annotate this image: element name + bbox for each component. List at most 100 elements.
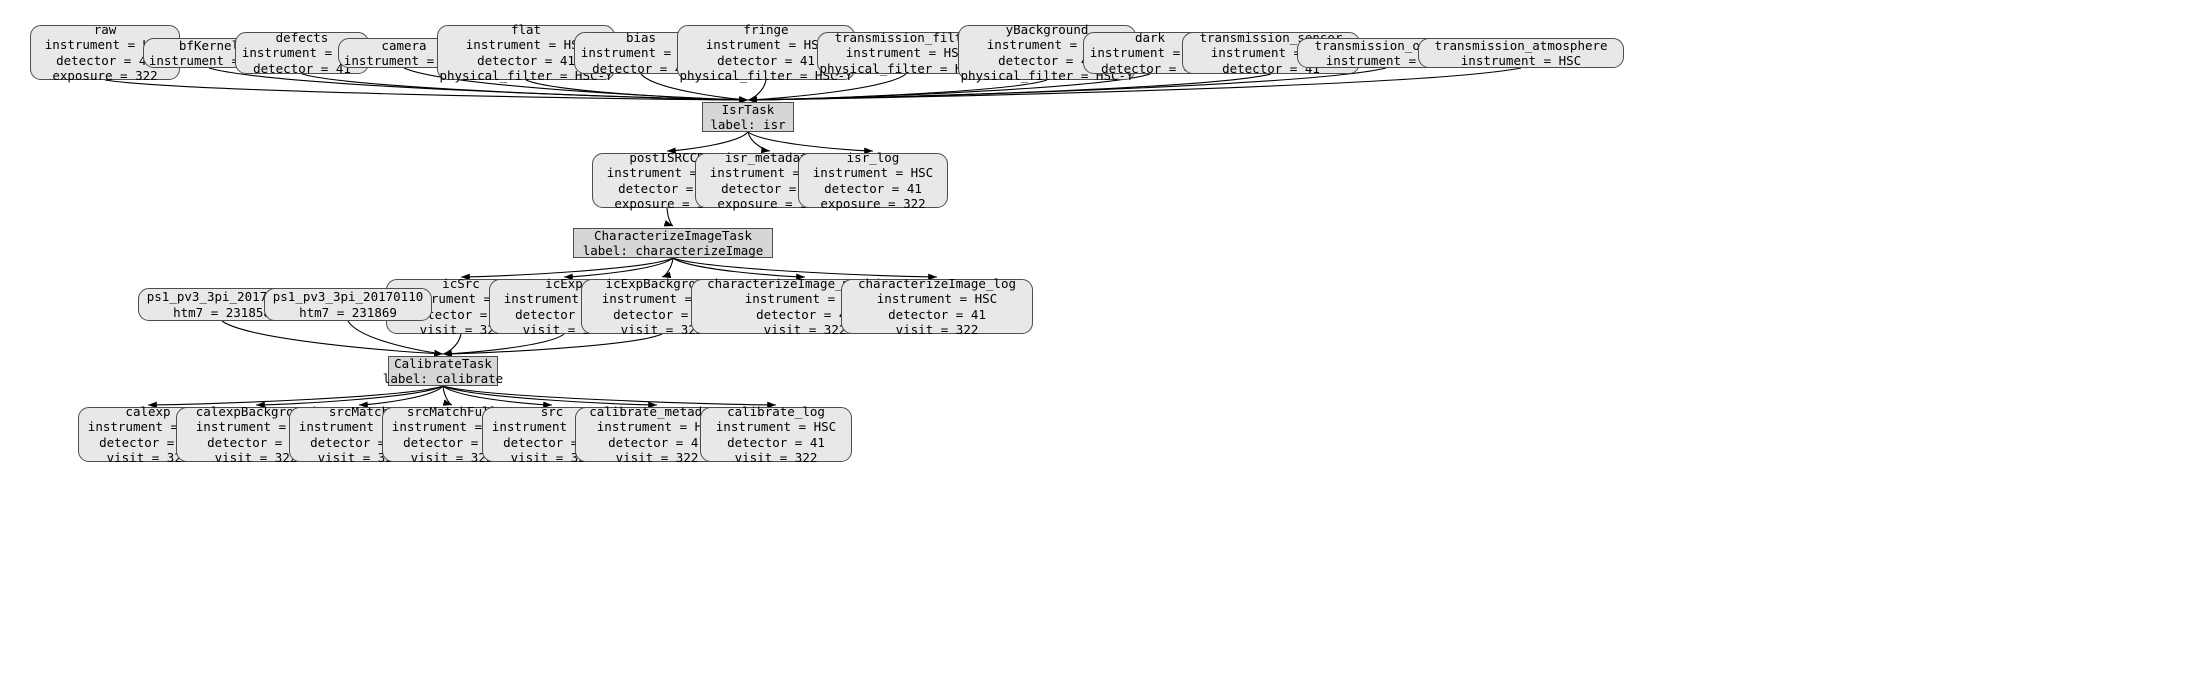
node-detail-line: physical_filter = HSC-Y <box>679 67 853 83</box>
node-detail-line: detector = 41 <box>403 434 501 450</box>
node-title: calexp <box>125 403 171 419</box>
node-detail-line: instrument = HSC <box>44 37 166 53</box>
node-title: bias <box>625 29 657 45</box>
edge-CharacterizeImageTask-to-characterizeImage_metadata <box>672 257 806 281</box>
node-detail-line: detector = 41 <box>998 52 1096 68</box>
node-detail-line: visit = 322 <box>419 321 503 337</box>
edge-CalibrateTask-to-calexpBackground <box>255 385 444 409</box>
node-detail-line: instrument = HSC <box>876 291 998 307</box>
edge-CalibrateTask-to-calexp <box>147 385 444 409</box>
node-detail-line: htm7 = 231858 <box>173 304 271 320</box>
node-title: postISRCCD <box>629 149 705 165</box>
node-title: src <box>540 403 564 419</box>
node-detail-line: detector = 41 <box>721 180 819 196</box>
edge-CharacterizeImageTask-to-icExpBackground <box>661 257 674 279</box>
node-detail-line: label: calibrate <box>382 371 504 386</box>
node-detail-line: detector = 41 <box>824 180 922 196</box>
node-detail-line: visit = 322 <box>317 449 401 465</box>
node-title: flat <box>510 21 542 37</box>
edge-CalibrateTask-to-calibrate_metadata <box>442 385 658 409</box>
node-title: CharacterizeImageTask <box>593 227 753 243</box>
node-title: characterizeImage_log <box>857 275 1017 291</box>
node-title: transmission_filter <box>834 29 978 45</box>
node-detail-line: instrument = HSC <box>580 45 702 61</box>
node-detail-line: detector = 41 <box>1222 60 1320 76</box>
edge-IsrTask-to-postISRCCD <box>666 131 749 155</box>
node-title: CalibrateTask <box>394 355 492 371</box>
node-detail-line: instrument = HSC <box>465 37 587 53</box>
node-detail-line: detector = 41 <box>613 306 711 322</box>
edge-CharacterizeImageTask-to-icExp <box>563 257 674 281</box>
node-title: camera <box>381 37 427 53</box>
node-title: ps1_pv3_3pi_20170110 <box>146 289 298 305</box>
node-detail-line: exposure = 322 <box>52 67 158 83</box>
node-detail-line: physical_filter = HSC-Y <box>819 60 993 76</box>
node-detail-line: visit = 322 <box>106 449 190 465</box>
edge-CalibrateTask-to-srcMatch <box>358 385 444 409</box>
node-detail-line: label: characterizeImage <box>582 243 764 258</box>
node-detail-line: detector = 41 <box>477 52 575 68</box>
node-title: yBackground <box>1005 21 1089 37</box>
edge-CharacterizeImageTask-to-characterizeImage_log <box>672 257 938 281</box>
node-detail-line: detector = 41 <box>253 60 351 76</box>
node-detail-line: exposure = 322 <box>614 195 720 211</box>
node-detail-line: visit = 322 <box>410 449 494 465</box>
node-detail-line: exposure = 322 <box>717 195 823 211</box>
node-title: isr_metadata <box>724 149 816 165</box>
edge-CharacterizeImageTask-to-icSrc <box>460 257 674 281</box>
node-detail-line: instrument = HSC <box>1325 53 1447 68</box>
node-detail-line: instrument = HSC <box>986 37 1108 53</box>
node-detail-line: label: isr <box>710 117 786 132</box>
node-detail-line: instrument = HSC <box>596 419 718 435</box>
edge-IsrTask-to-isr_log <box>747 131 874 155</box>
node-detail-line: detector = 41 <box>888 306 986 322</box>
node-detail-line: physical_filter = HSC-Y <box>439 67 613 83</box>
node-title: transmission_atmosphere <box>1434 37 1608 53</box>
node-detail-line: exposure = 322 <box>820 195 926 211</box>
node-title: icSrc <box>442 275 480 291</box>
node-title: icExpBackground <box>605 275 719 291</box>
node-detail-line: instrument = HSC <box>715 419 837 435</box>
node-detail-line: visit = 322 <box>895 321 979 337</box>
node-title: icExp <box>545 275 583 291</box>
node-title: calibrate_log <box>727 403 825 419</box>
node-detail-line: visit = 322 <box>615 449 699 465</box>
node-detail-line: detector = 41 <box>56 52 154 68</box>
node-detail-line: instrument = HSC <box>1460 53 1582 68</box>
node-title: srcMatch <box>328 403 390 419</box>
node-detail-line: instrument = HSC <box>705 37 827 53</box>
node-detail-line: instrument = HSC <box>845 45 967 61</box>
node-title: calibrate_metadata <box>589 403 725 419</box>
node-detail-line: instrument = HSC <box>1089 45 1211 61</box>
node-detail-line: detector = 41 <box>592 60 690 76</box>
node-detail-line: instrument = HSC <box>241 45 363 61</box>
node-detail-line: instrument = HSC <box>812 165 934 181</box>
node-detail-line: visit = 322 <box>510 449 594 465</box>
edge-IsrTask-to-isr_metadata <box>747 131 771 154</box>
node-detail-line: detector = 41 <box>207 434 305 450</box>
node-detail-line: detector = 41 <box>608 434 706 450</box>
node-detail-line: detector = 41 <box>717 52 815 68</box>
node-title: ps1_pv3_3pi_20170110 <box>272 289 424 305</box>
node-detail-line: visit = 322 <box>620 321 704 337</box>
node-detail-line: detector = 41 <box>99 434 197 450</box>
node-title: srcMatchFull <box>406 403 498 419</box>
node-detail-line: visit = 322 <box>763 321 847 337</box>
edge-CalibrateTask-to-calibrate_log <box>442 385 777 409</box>
node-title: defects <box>275 29 329 45</box>
node-detail-line: detector = 41 <box>618 180 716 196</box>
node-detail-line: detector = 41 <box>1101 60 1199 76</box>
node-detail-line: htm7 = 231869 <box>299 304 397 320</box>
node-detail-line: instrument = HSC <box>343 53 465 68</box>
